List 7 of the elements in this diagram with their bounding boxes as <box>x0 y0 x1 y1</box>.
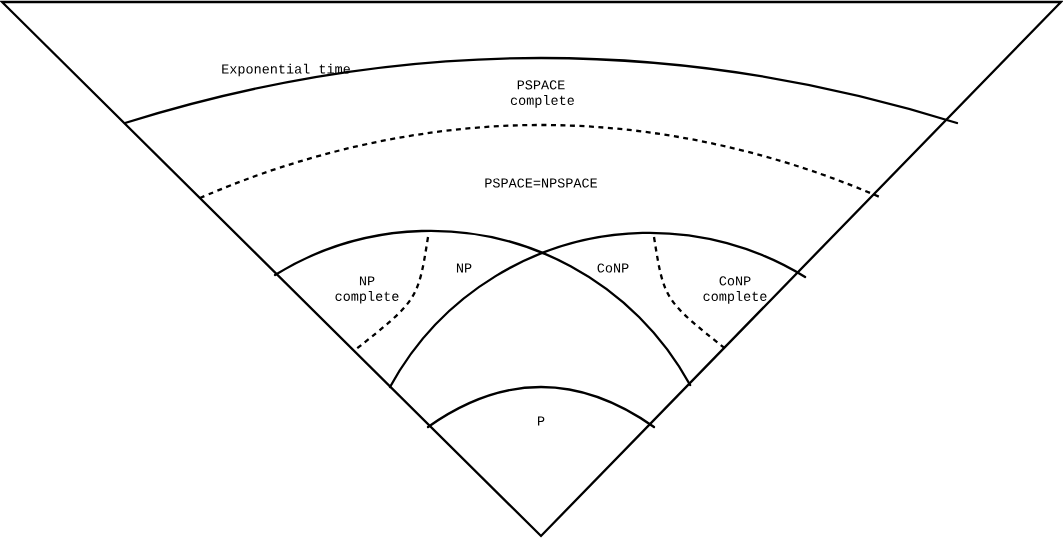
region-label: P <box>538 416 545 426</box>
region-label: NP <box>456 263 472 273</box>
region-label: CoNP complete <box>703 276 767 304</box>
region-label: PSPACE complete <box>510 80 574 108</box>
region-label: CoNP <box>597 263 629 273</box>
region-label: NP complete <box>335 276 399 304</box>
region-label: PSPACE=NPSPACE <box>485 178 597 188</box>
